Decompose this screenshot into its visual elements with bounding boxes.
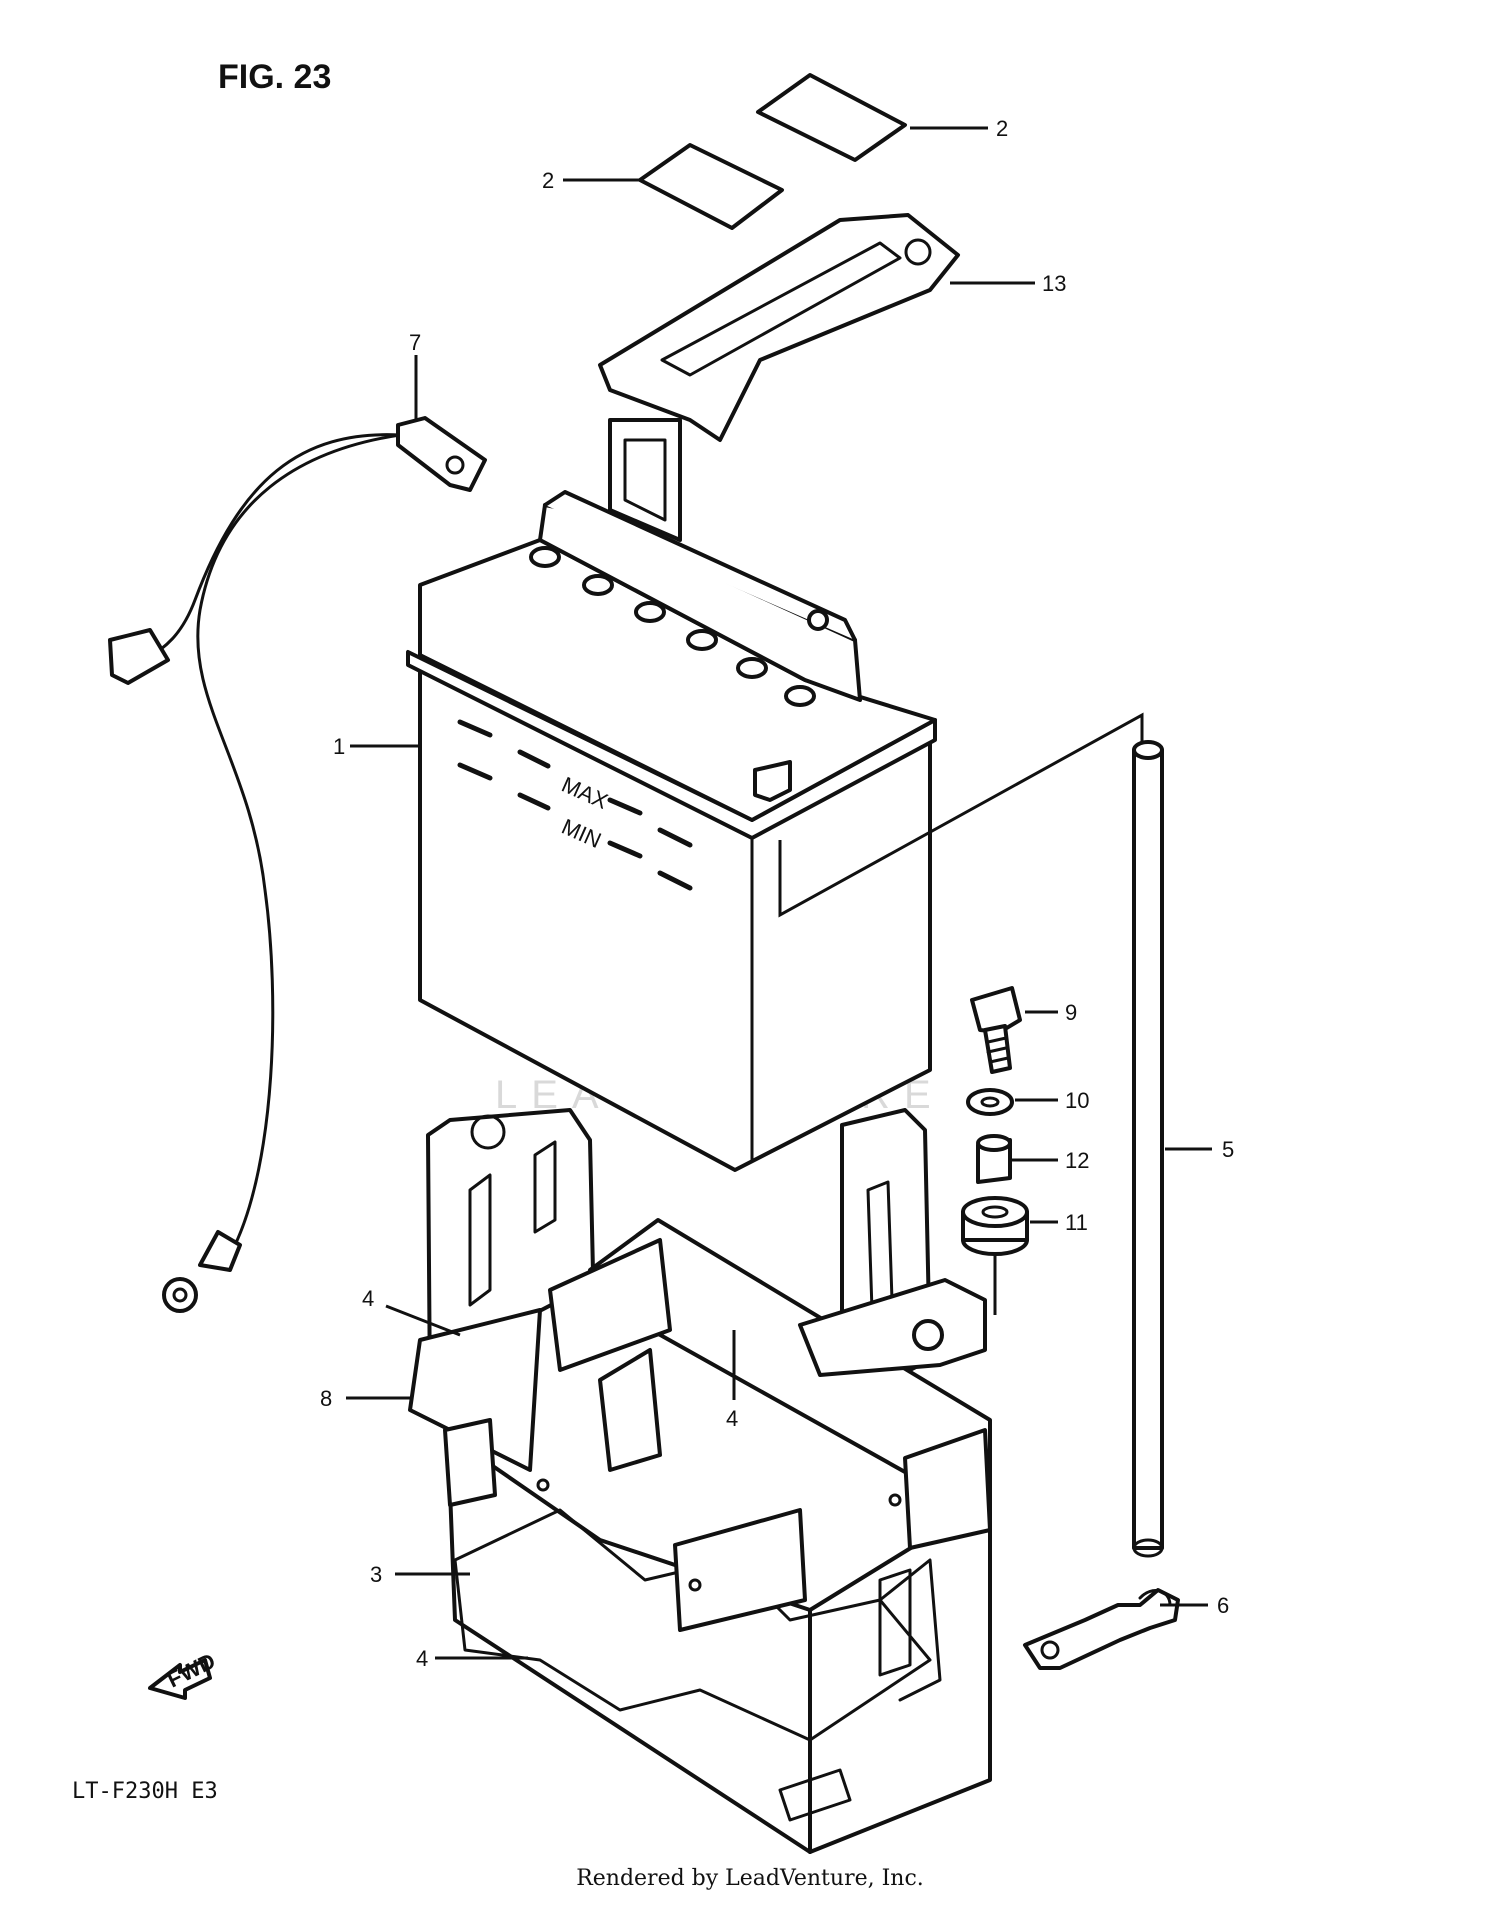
callout-1: 1 <box>333 734 345 759</box>
callout-3: 3 <box>370 1562 382 1587</box>
holder-bracket-part-13 <box>598 213 960 542</box>
pad-part-2-upper <box>756 73 907 162</box>
callout-4-center: 4 <box>726 1406 738 1431</box>
battery-part-1: MAX MIN <box>406 490 937 1172</box>
washer-part-10 <box>966 1088 1014 1116</box>
battery-cable-part-7 <box>108 416 487 1313</box>
bolt-part-9 <box>970 986 1022 1074</box>
callout-8: 8 <box>320 1386 332 1411</box>
callout-7: 7 <box>409 330 421 355</box>
battery-case-part-3 <box>408 1108 992 1854</box>
callout-10: 10 <box>1065 1088 1089 1113</box>
model-code: LT-F230H E3 <box>72 1779 218 1804</box>
callout-4-left: 4 <box>362 1286 374 1311</box>
callout-5: 5 <box>1222 1137 1234 1162</box>
callouts: 2 2 13 7 1 9 10 12 11 5 6 4 8 4 3 4 <box>320 116 1234 1671</box>
callout-2-lower: 2 <box>542 168 554 193</box>
vent-tube-part-5 <box>1132 740 1164 1558</box>
callout-6: 6 <box>1217 1593 1229 1618</box>
vent-nipple <box>753 760 792 802</box>
battery-cell-caps <box>529 546 816 707</box>
collar-part-12 <box>976 1134 1012 1184</box>
callout-12: 12 <box>1065 1148 1089 1173</box>
callout-9: 9 <box>1065 1000 1077 1025</box>
render-credit: Rendered by LeadVenture, Inc. <box>576 1866 924 1891</box>
fwd-arrow-icon: FWD <box>148 1648 219 1700</box>
battery-level-markings: MAX MIN <box>457 719 693 891</box>
callout-13: 13 <box>1042 271 1066 296</box>
callout-4-bottom: 4 <box>416 1646 428 1671</box>
grommet-part-11 <box>961 1196 1029 1256</box>
figure-title: FIG. 23 <box>218 58 331 96</box>
callout-11: 11 <box>1065 1210 1088 1235</box>
leader-lines <box>346 126 1212 1660</box>
pad-part-2-lower <box>638 143 784 230</box>
tube-clamp-part-6 <box>1023 1588 1180 1670</box>
battery-terminal <box>807 609 829 631</box>
callout-2-upper: 2 <box>996 116 1008 141</box>
